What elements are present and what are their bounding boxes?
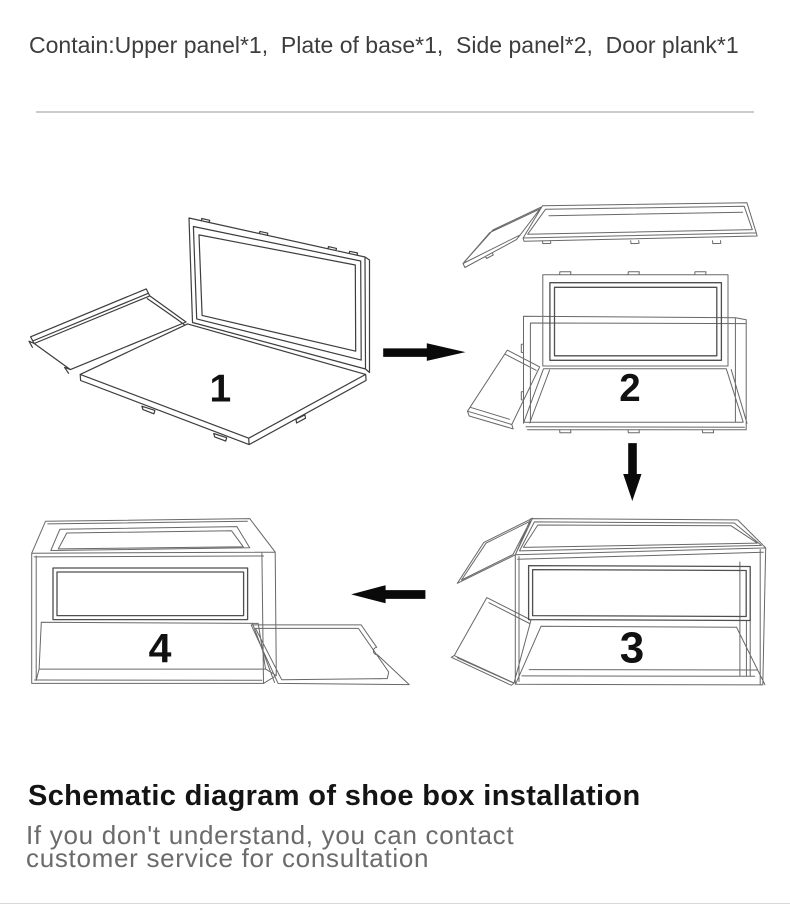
svg-text:4: 4 [149,625,172,671]
svg-text:1: 1 [209,368,231,411]
svg-text:3: 3 [620,624,644,673]
svg-text:2: 2 [619,367,640,410]
